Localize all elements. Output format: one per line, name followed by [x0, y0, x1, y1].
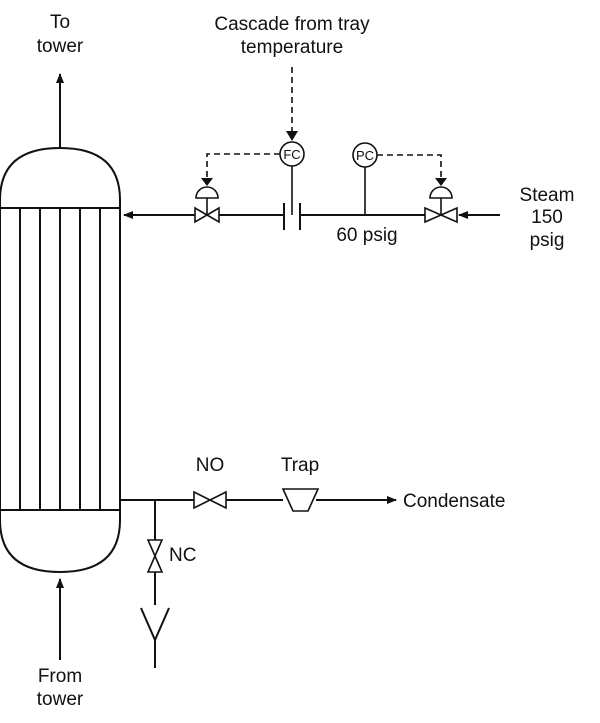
flow-controller-fc[interactable]: FC	[279, 141, 305, 167]
pc-label: PC	[356, 148, 374, 163]
from-tower-label-line1: From	[38, 666, 82, 687]
pc-to-valve-signal	[377, 154, 447, 186]
steam-pressure-label: 60 psig	[336, 225, 397, 246]
orifice-plate	[283, 166, 301, 230]
steam-label-line2: 150	[531, 207, 563, 228]
fc-label: FC	[283, 147, 300, 162]
normally-open-valve[interactable]	[193, 490, 227, 510]
to-tower-label-line2: tower	[37, 36, 84, 57]
from-tower-label-line2: tower	[37, 689, 84, 710]
trap-label: Trap	[281, 455, 319, 476]
fc-to-valve-signal	[201, 153, 280, 186]
no-valve-label: NO	[196, 455, 225, 476]
cascade-label-line1: Cascade from tray	[214, 14, 370, 35]
steam-trap[interactable]	[281, 488, 320, 512]
reboiler-vessel	[0, 146, 121, 574]
to-tower-label-line1: To	[50, 12, 70, 33]
cascade-label-line2: temperature	[241, 37, 343, 58]
reboiler-tubes	[19, 208, 101, 510]
condensate-label: Condensate	[403, 491, 505, 512]
drain-funnel	[140, 607, 170, 668]
steam-label-line3: psig	[530, 230, 565, 251]
steam-label-line1: Steam	[520, 185, 575, 206]
pressure-control-valve[interactable]	[424, 186, 458, 224]
nc-valve-label: NC	[169, 545, 196, 566]
pressure-controller-pc[interactable]: PC	[352, 142, 378, 168]
cascade-signal-line	[286, 67, 298, 141]
normally-closed-valve[interactable]	[146, 539, 164, 573]
flow-control-valve[interactable]	[194, 186, 220, 224]
